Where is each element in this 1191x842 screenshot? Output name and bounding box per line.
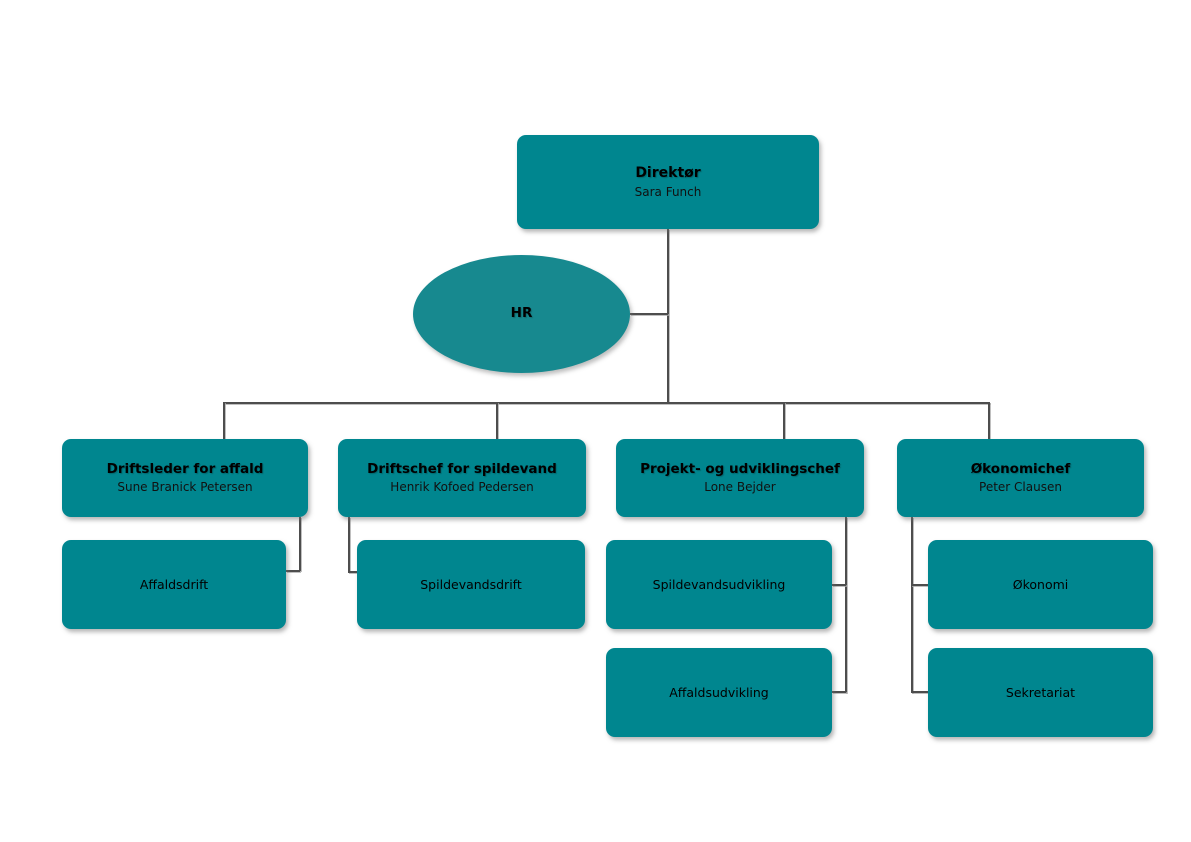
connector-drop-dept-1 xyxy=(223,402,225,440)
connector-trunk-dept-2 xyxy=(348,517,350,572)
org-node-direktor: Direktør Sara Funch xyxy=(517,135,819,229)
node-title: Projekt- og udviklingschef xyxy=(640,460,840,477)
connector-rail xyxy=(223,402,990,404)
node-label: Økonomi xyxy=(1012,576,1069,592)
node-label: Spildevandsdrift xyxy=(420,576,522,592)
org-node-driftsleder-affald: Driftsleder for affald Sune Branick Pete… xyxy=(62,439,308,517)
connector-stub-sekretariat xyxy=(911,691,928,693)
org-node-affaldsudvikling: Affaldsudvikling xyxy=(606,648,832,737)
org-node-okonomichef: Økonomichef Peter Clausen xyxy=(897,439,1144,517)
connector-drop-dept-3 xyxy=(783,402,785,440)
org-node-okonomi: Økonomi xyxy=(928,540,1153,629)
org-node-spildevandsudvikling: Spildevandsudvikling xyxy=(606,540,832,629)
connector-trunk-dept-1 xyxy=(299,517,301,571)
node-person: Sara Funch xyxy=(634,184,702,199)
node-person: Henrik Kofoed Pedersen xyxy=(390,480,534,495)
org-node-projekt-udviklingschef: Projekt- og udviklingschef Lone Bejder xyxy=(616,439,864,517)
org-node-affaldsdrift: Affaldsdrift xyxy=(62,540,286,629)
node-person: Peter Clausen xyxy=(979,480,1062,495)
connector-drop-dept-4 xyxy=(988,402,990,440)
node-label: Affaldsudvikling xyxy=(669,684,769,700)
node-person: Lone Bejder xyxy=(704,480,776,495)
node-label: Affaldsdrift xyxy=(139,576,209,592)
org-node-driftschef-spildevand: Driftschef for spildevand Henrik Kofoed … xyxy=(338,439,586,517)
node-person: Sune Branick Petersen xyxy=(117,480,253,495)
node-label: Sekretariat xyxy=(1005,684,1076,700)
connector-root-trunk xyxy=(667,229,669,403)
connector-stub-spildevandsdrift xyxy=(348,571,358,573)
org-node-sekretariat: Sekretariat xyxy=(928,648,1153,737)
connector-stub-affaldsdrift xyxy=(286,570,300,572)
node-title: Direktør xyxy=(635,165,701,182)
node-title: Driftsleder for affald xyxy=(106,460,264,477)
connector-trunk-dept-3 xyxy=(845,517,847,693)
org-node-spildevandsdrift: Spildevandsdrift xyxy=(357,540,585,629)
connector-stub-okonomi xyxy=(911,584,928,586)
connector-stub-spildevandsudvikling xyxy=(832,584,846,586)
org-node-hr: HR xyxy=(413,255,630,373)
node-label: Spildevandsudvikling xyxy=(652,576,786,592)
node-title: Økonomichef xyxy=(970,460,1071,477)
node-title: HR xyxy=(510,305,533,322)
connector-stub-affaldsudvikling xyxy=(832,691,846,693)
connector-trunk-dept-4 xyxy=(911,517,913,693)
connector-drop-dept-2 xyxy=(496,402,498,440)
node-title: Driftschef for spildevand xyxy=(367,460,557,477)
connector-hr-stub xyxy=(630,313,668,315)
